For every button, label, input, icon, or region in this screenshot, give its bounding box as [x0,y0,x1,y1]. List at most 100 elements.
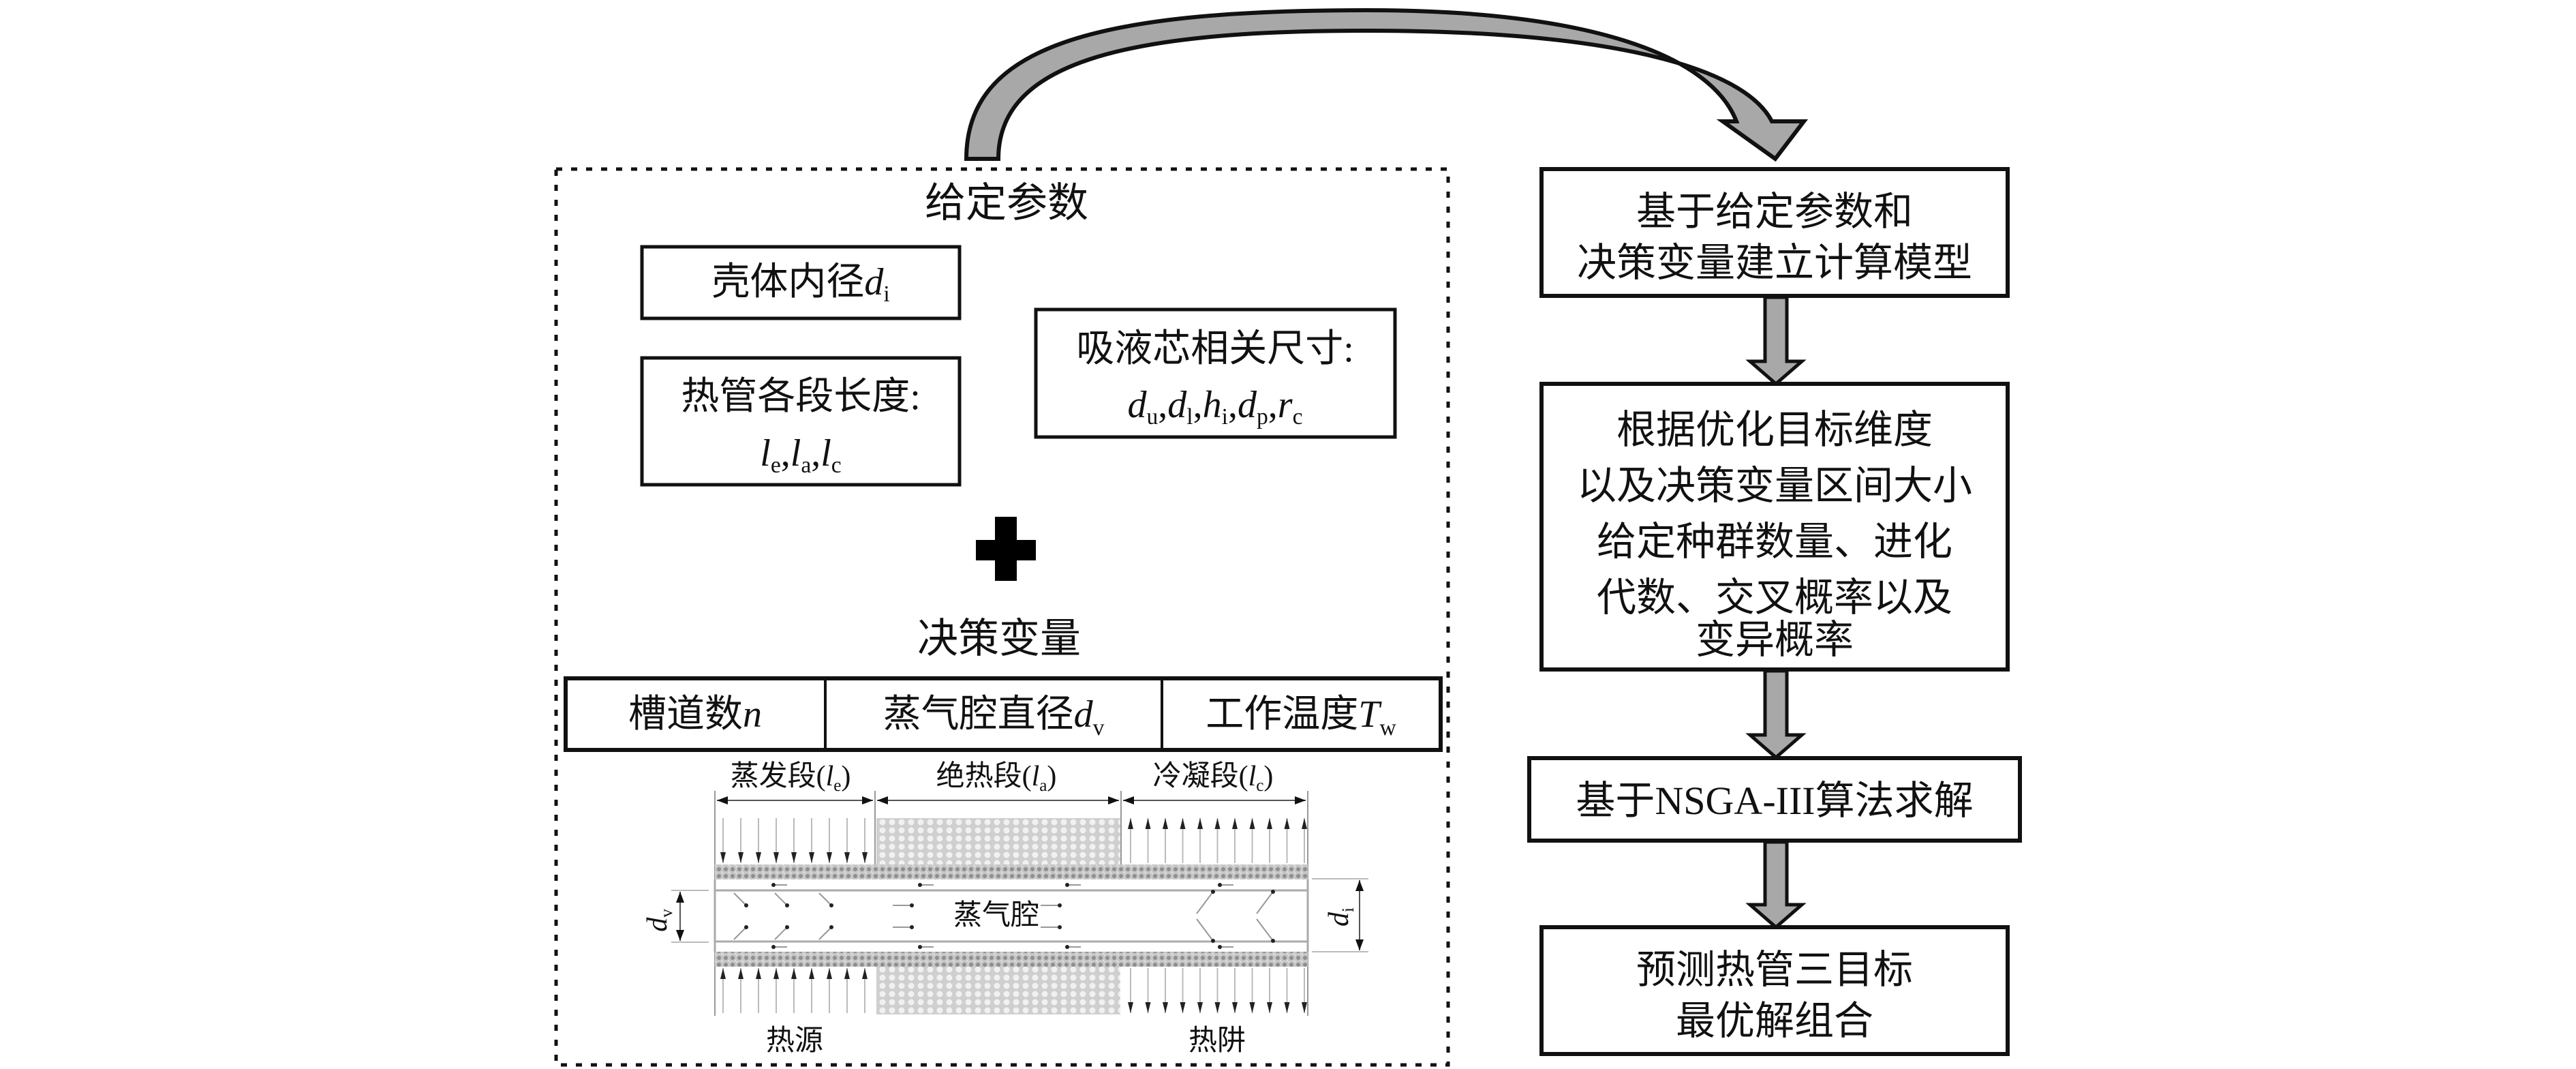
vapor-axial-arrow-head [910,925,914,929]
vapor-chamber-label: 蒸气腔 [953,900,1039,931]
flow-arrow-1 [1745,295,1807,387]
svg-text:预测热管三目标: 预测热管三目标 [1636,948,1913,992]
symbol: l [821,432,831,475]
param-symbols: le,la,lc [760,432,841,478]
vapor-condense-arrow [1196,891,1214,914]
heat-arrow-head [720,968,726,979]
symbol: l [791,432,801,475]
vapor-rise-arrow-head [785,925,789,929]
symbol: d [1238,384,1257,426]
heat-source-label: 热源 [766,1025,823,1057]
heat-arrow-head [1145,1002,1151,1013]
section-label-evaporator: 蒸发段(le) [731,761,851,795]
vapor-rise-arrow-head [744,925,748,929]
decision-vars-table: 槽道数n 蒸气腔直径dv 工作温度Tw [564,676,1443,752]
separator: , [1193,384,1203,426]
heat-arrow-head [1197,1002,1203,1013]
heat-arrow-head [1249,818,1255,829]
heat-arrow-head [1128,818,1133,829]
heat-arrow-head [809,968,814,979]
liquid-return-arrow-head [771,883,776,887]
heat-arrow-head [773,852,779,863]
param-label: 热管各段长度: [681,376,921,418]
decision-var-cell: 工作温度Tw [1206,693,1396,740]
liquid-return-arrow-head [1065,945,1069,949]
heat-arrow-head [1180,818,1186,829]
subscript: c [831,453,842,478]
svg-text:决策变量建立计算模型: 决策变量建立计算模型 [1577,241,1972,285]
heat-arrow-head [1267,1002,1272,1013]
heat-arrow-head [1249,1002,1255,1013]
heat-arrow-head [738,852,743,863]
heat-arrow-head [1214,1002,1221,1013]
heat-arrow-head [1284,818,1290,829]
svg-text:根据优化目标维度: 根据优化目标维度 [1616,408,1933,452]
heat-arrow-head [1180,1002,1186,1013]
heat-arrow-head [756,852,761,863]
internal-flow-arrows [733,883,1275,949]
vapor-rise-arrow [733,927,747,940]
liquid-return-arrow-head [1065,883,1069,887]
vapor-axial-arrow-head [910,903,914,907]
symbol: h [1203,384,1222,426]
heat-arrow-head [862,852,868,863]
heat-arrow-head [827,968,832,979]
svg-text:dv: dv [642,909,676,932]
separator: , [1228,384,1238,426]
param-label: 吸液芯相关尺寸: [1076,328,1354,370]
vapor-rise-arrow [818,927,832,940]
param-box-shell-diameter: 壳体内径di [640,245,962,320]
heat-arrow-head [773,968,779,979]
subscript: c [1293,404,1303,430]
vapor-rise-arrow-head [785,903,789,907]
wick-bottom [715,952,1308,967]
liquid-return-arrow-head [918,883,922,887]
vapor-rise-arrow-head [829,903,833,907]
svg-text:基于给定参数和: 基于给定参数和 [1636,190,1913,234]
flow-step-build-model: 基于给定参数和 决策变量建立计算模型 [1539,167,2010,298]
symbol: d [1128,384,1148,426]
heat-arrow-head [844,968,850,979]
flow-step-set-ga-params: 根据优化目标维度 以及决策变量区间大小 给定种群数量、进化 代数、交叉概率以及 … [1539,382,2010,672]
heat-arrow-head [1163,818,1168,829]
heat-arrow-head [1128,1002,1133,1013]
inner-diameter-dimension: di [1312,878,1368,952]
svg-text:变异概率: 变异概率 [1696,618,1854,662]
param-subscript: i [883,282,889,307]
heat-arrow-head [844,852,850,863]
svg-text:给定种群数量、进化: 给定种群数量、进化 [1597,520,1952,564]
separator: , [1268,384,1278,426]
separator: , [811,432,821,475]
symbol: r [1278,384,1293,426]
subscript: u [1147,404,1159,430]
heat-sink-label: 热阱 [1189,1025,1246,1057]
vapor-condense-arrow-head [1271,939,1275,943]
heat-arrow-head [1214,818,1221,829]
separator: , [1158,384,1167,426]
plus-icon [976,517,1036,581]
heat-pipe-schematic: 蒸发段(le) 绝热段(la) 冷凝段(lc) [642,760,1368,1057]
heat-arrow-head [1284,1002,1290,1013]
vapor-condense-arrow-head [1211,939,1215,943]
vapor-axial-arrow-head [1058,925,1062,929]
svg-text:代数、交叉概率以及: 代数、交叉概率以及 [1597,575,1952,620]
separator: , [781,432,791,475]
heat-arrow-head [1145,818,1151,829]
svg-text:壳体内径di: 壳体内径di [711,261,889,307]
given-params-title: 给定参数 [925,181,1088,226]
decision-vars-title: 决策变量 [917,616,1081,661]
subscript: p [1257,404,1268,430]
liquid-return-arrow-head [771,945,776,949]
param-symbols: du,dl,hi,dp,rc [1128,384,1303,430]
heat-arrow-head [1302,818,1307,829]
curved-arrow-body [964,7,1809,162]
flow-step-predict-optimum: 预测热管三目标 最优解组合 [1539,925,2010,1056]
heat-arrow-head [1302,1002,1307,1013]
param-label: 壳体内径 [711,261,864,303]
flowchart: 基于给定参数和 决策变量建立计算模型 根据优化目标维度 以及决策变量区间大小 给… [1527,167,2022,1056]
svg-text:di: di [1323,907,1358,927]
decision-var-cell: 蒸气腔直径dv [883,693,1105,740]
heat-arrow-head [791,852,797,863]
heat-arrow-head [738,968,743,979]
wick-top [715,864,1308,879]
